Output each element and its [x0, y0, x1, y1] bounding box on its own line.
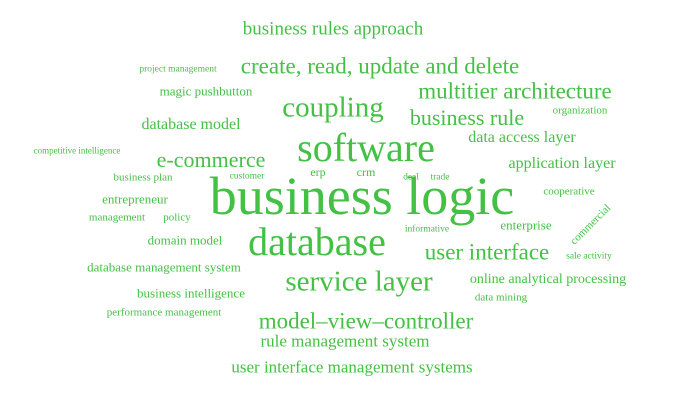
cloud-word: business plan — [113, 171, 173, 184]
cloud-word: deal — [403, 172, 419, 183]
cloud-word: data access layer — [468, 129, 576, 146]
cloud-word: policy — [163, 211, 191, 224]
cloud-word: business rule — [409, 105, 525, 130]
cloud-word: customer — [229, 171, 265, 182]
cloud-word: data mining — [474, 291, 528, 304]
cloud-word: management — [88, 211, 146, 224]
cloud-word: domain model — [147, 232, 223, 248]
cloud-word: online analytical processing — [469, 272, 627, 287]
cloud-word: coupling — [282, 91, 384, 124]
cloud-word: rule management system — [260, 331, 430, 351]
cloud-word: service layer — [285, 265, 433, 298]
cloud-word: project management — [139, 64, 217, 75]
cloud-word: competitive intelligence — [33, 145, 121, 156]
cloud-word: create, read, update and delete — [240, 53, 520, 79]
cloud-word: organization — [552, 104, 608, 117]
cloud-word: business intelligence — [137, 285, 245, 301]
cloud-word: application layer — [508, 155, 616, 172]
cloud-word: entrepreneur — [102, 191, 168, 207]
cloud-word: magic pushbutton — [159, 83, 253, 99]
cloud-word: user interface — [424, 239, 550, 265]
cloud-word: software — [297, 125, 435, 170]
cloud-word: commercial — [568, 202, 614, 248]
cloud-word: performance management — [106, 306, 222, 319]
cloud-word: database — [248, 219, 386, 264]
cloud-word: business rules approach — [242, 18, 424, 40]
cloud-word: erp — [310, 165, 326, 179]
cloud-word: business logic — [209, 166, 515, 226]
cloud-word: sale activity — [566, 251, 612, 262]
cloud-word: multitier architecture — [418, 78, 612, 104]
cloud-word: user interface management systems — [231, 357, 473, 377]
cloud-word: crm — [356, 165, 376, 179]
cloud-word: database model — [141, 116, 241, 133]
cloud-word: trade — [430, 172, 450, 183]
cloud-word: enterprise — [500, 217, 552, 233]
cloud-word: e-commerce — [156, 147, 266, 172]
cloud-word: model–view–controller — [258, 308, 474, 334]
cloud-word: cooperative — [543, 185, 595, 198]
cloud-word: informative — [404, 224, 450, 235]
cloud-word: database management system — [87, 259, 241, 275]
